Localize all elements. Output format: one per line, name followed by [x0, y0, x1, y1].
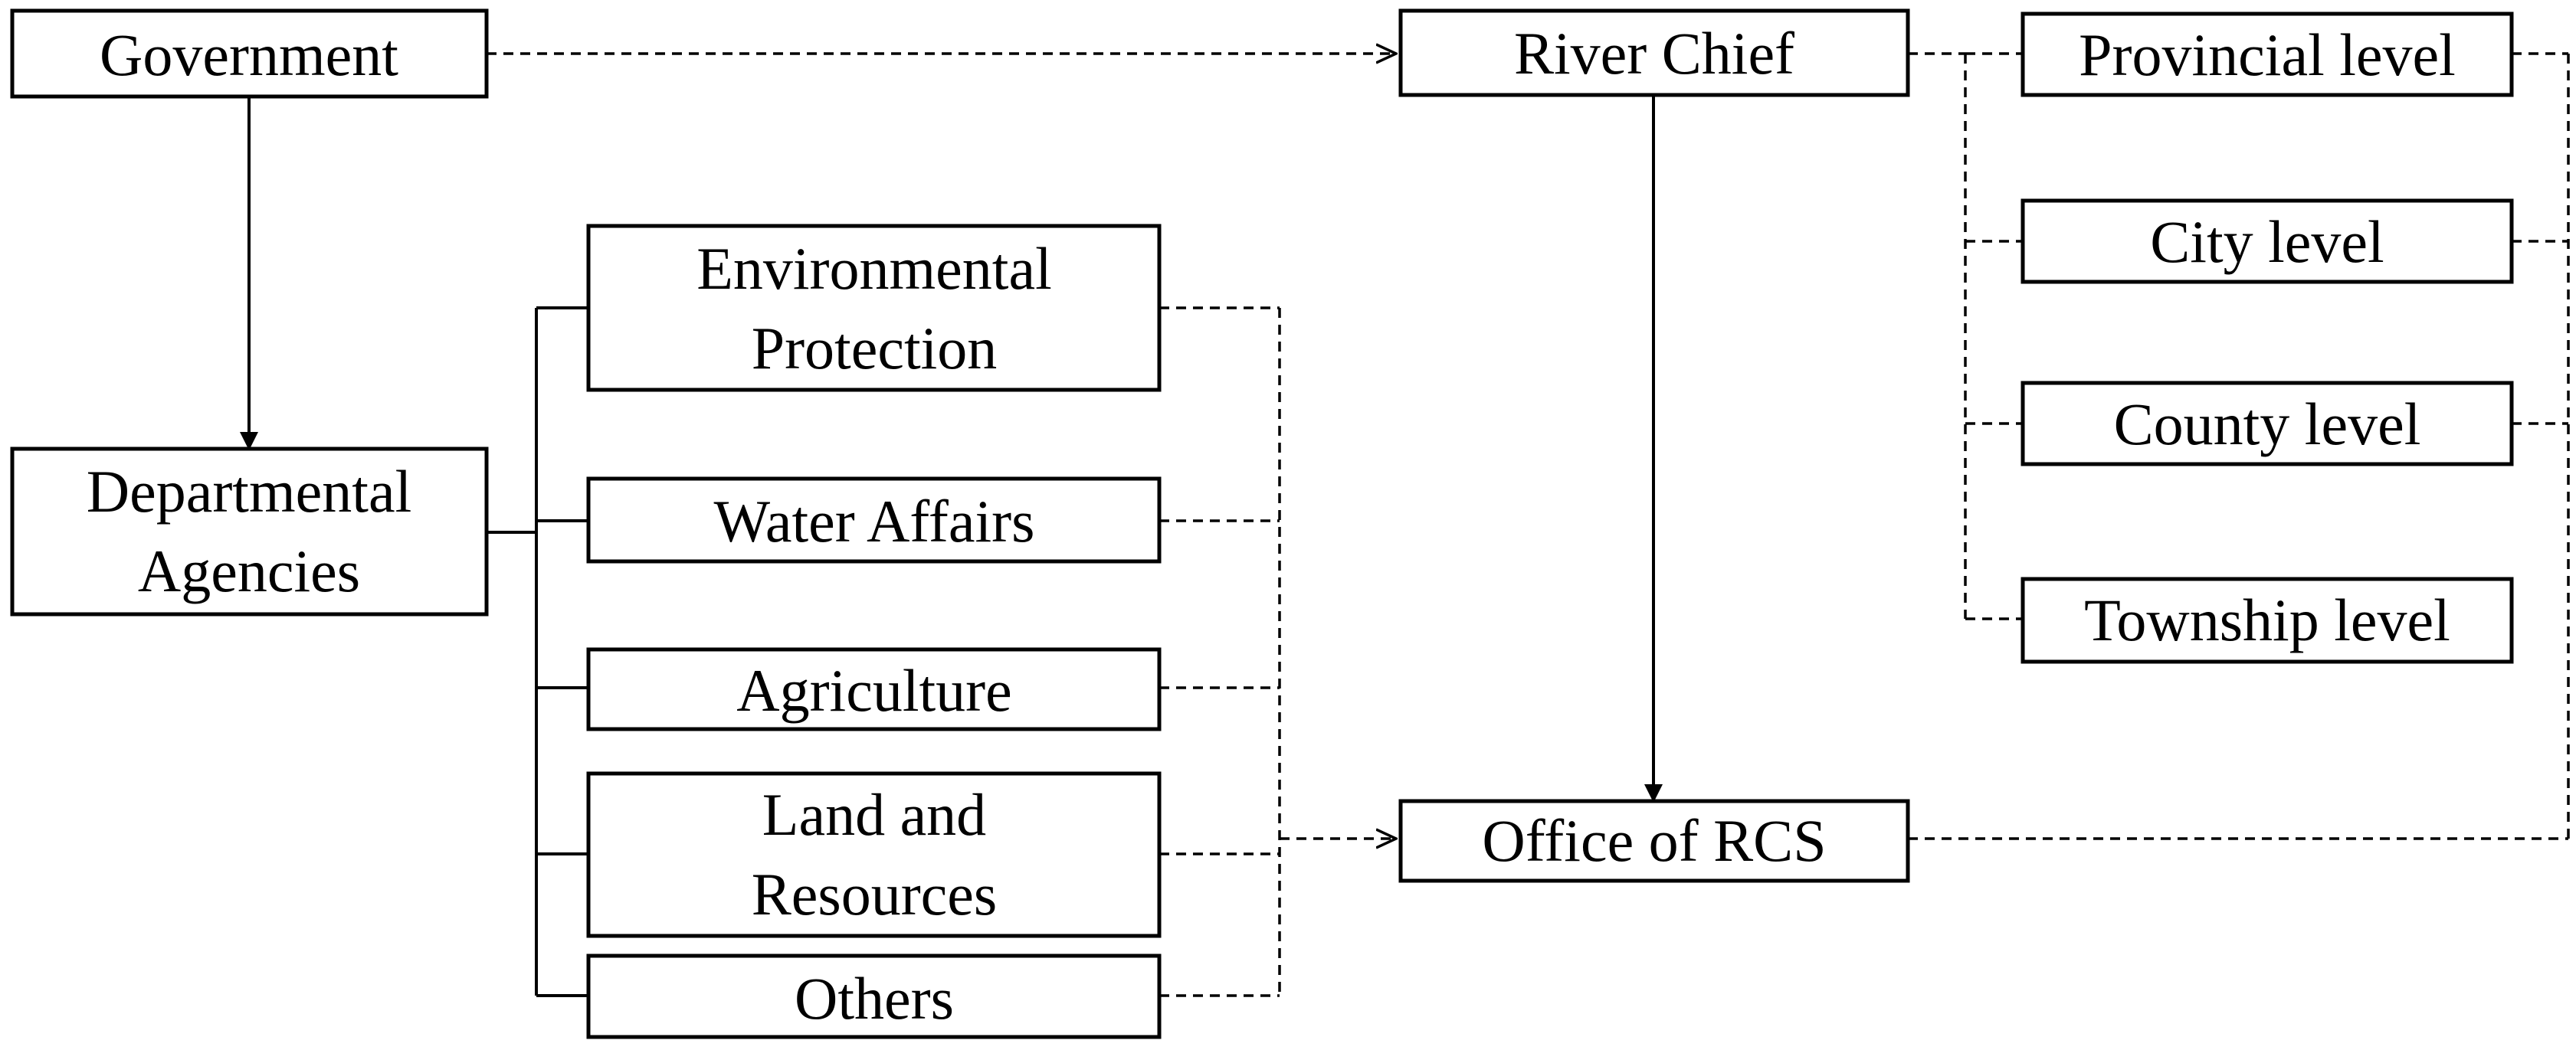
node-township-level: Township level — [2020, 577, 2514, 664]
node-label-line-2: Protection — [752, 315, 998, 381]
node-label: Provincial level — [2079, 21, 2456, 88]
node-water-affairs: Water Affairs — [586, 476, 1162, 564]
node-provincial-level: Provincial level — [2020, 11, 2514, 97]
node-land-and-resources: Land and Resources — [586, 771, 1162, 938]
connectors — [240, 52, 2570, 997]
edge-departments-to-office — [1159, 306, 1396, 997]
node-departmental-agencies: Departmental Agencies — [10, 446, 489, 617]
edge-levels-to-office — [1908, 52, 2570, 840]
node-label-line-1: Environmental — [696, 235, 1052, 302]
node-label-line-1: Departmental — [87, 458, 411, 525]
node-environmental-protection: Environmental Protection — [586, 224, 1162, 392]
node-label: Others — [795, 965, 954, 1032]
node-label: Water Affairs — [714, 488, 1035, 554]
node-agriculture: Agriculture — [586, 647, 1162, 731]
node-label: Office of RCS — [1482, 807, 1826, 874]
node-label: County level — [2114, 391, 2421, 457]
node-label: Government — [100, 21, 398, 88]
node-city-level: City level — [2020, 198, 2514, 284]
node-office-of-rcs: Office of RCS — [1398, 799, 1910, 883]
node-county-level: County level — [2020, 381, 2514, 466]
node-river-chief: River Chief — [1398, 8, 1910, 97]
node-others: Others — [586, 954, 1162, 1039]
node-label: River Chief — [1514, 20, 1794, 87]
node-label: Township level — [2084, 587, 2450, 653]
node-label: City level — [2150, 208, 2384, 275]
node-label-line-2: Agencies — [138, 538, 360, 604]
edge-agencies-bracket — [487, 306, 588, 997]
node-government: Government — [10, 8, 489, 99]
node-label-line-1: Land and — [762, 781, 986, 848]
node-label-line-2: Resources — [752, 861, 998, 927]
edge-river-chief-to-levels — [1908, 52, 2023, 620]
node-label: Agriculture — [736, 657, 1012, 724]
